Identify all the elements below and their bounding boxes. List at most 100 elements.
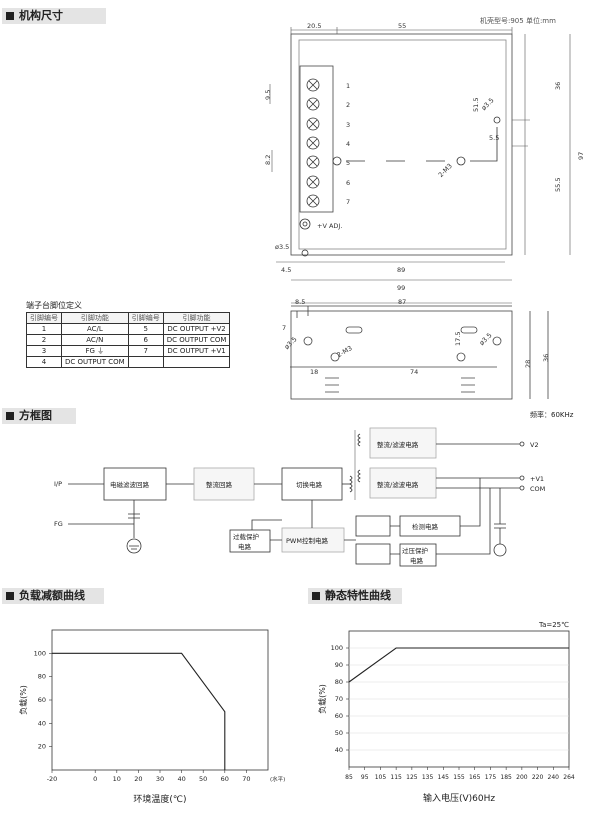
transformer-coil-icon (357, 469, 361, 483)
terminal-number: 2 (346, 101, 350, 109)
transformer-coil-icon (349, 475, 353, 493)
dim-7: 7 (282, 324, 286, 332)
dim-99: 99 (397, 284, 405, 292)
table-cell: 3 (26, 345, 62, 357)
x-tick-label: 155 (453, 774, 465, 781)
y-tick-label: 90 (335, 661, 343, 669)
dim-3-5b: ø3.5 (275, 243, 289, 251)
ground-icon (126, 538, 142, 554)
dim-18: 18 (310, 368, 318, 376)
terminal-number: 3 (346, 121, 350, 129)
x-tick-label: 0 (93, 775, 97, 783)
table-cell: 2 (26, 334, 62, 346)
table-cell: DC OUTPUT COM (61, 356, 129, 368)
temperature-annotation: Ta=25℃ (538, 621, 569, 629)
mount-hole-icon (456, 156, 466, 166)
ocp-label-1: 过载保护 (233, 532, 259, 541)
header-cell: 引脚编号 (127, 312, 164, 324)
terminal-number: 7 (346, 198, 350, 206)
terminal-screw-icon (306, 136, 320, 150)
dim-20-5: 20.5 (307, 22, 321, 30)
y-tick-label: 80 (335, 678, 343, 686)
mount-hole-icon (332, 156, 342, 166)
table-cell: FG ⏚ (61, 345, 129, 357)
section-label: 静态特性曲线 (325, 589, 391, 602)
ip-label: I/P (54, 480, 62, 488)
v2-label: V2 (530, 441, 539, 449)
side-view-outline (290, 310, 513, 400)
x-axis-label: 环境温度(℃) (133, 793, 186, 805)
static-line (348, 647, 569, 683)
mechanical-drawing: 20.5 55 9.5 8.2 51.5 ø3.5 36 97 5.5 55.5… (264, 22, 585, 400)
terminal-number: 6 (346, 179, 350, 187)
dim-28: 28 (524, 360, 532, 368)
table-row: 2 AC/N 6 DC OUTPUT COM (26, 334, 231, 346)
pin-table: 引脚编号 引脚功能 引脚编号 引脚功能 1 AC/L 5 DC OUTPUT +… (26, 312, 231, 368)
vadj-potentiometer-icon (299, 218, 311, 230)
terminal-screw-icon (306, 78, 320, 92)
mount-hole-icon (493, 116, 501, 124)
detect-label: 检测电路 (412, 522, 439, 531)
section-static-title: 静态特性曲线 (308, 588, 402, 604)
top-view-outline (290, 33, 513, 256)
ground-icon (493, 543, 507, 557)
bullet-square-icon (6, 412, 14, 420)
x-tick-label: 220 (532, 774, 544, 781)
fg-label: FG (54, 520, 63, 528)
x-tick-label: 50 (199, 775, 207, 783)
dim-2m3b: 2-M3 (336, 344, 354, 359)
mount-hole-icon (330, 352, 340, 362)
x-tick-label: 70 (242, 775, 250, 783)
dim-17-5: 17.5 (454, 332, 462, 346)
terminal-block (299, 65, 334, 213)
rectifier-filter-block-v1 (369, 467, 437, 499)
rectifier-block (193, 467, 255, 501)
y-tick-label: 100 (34, 649, 46, 657)
y-tick-label: 80 (38, 673, 46, 681)
pwm-label: PWM控制电路 (286, 536, 328, 545)
x-tick-label: 185 (500, 774, 512, 781)
terminal-screw-icon (306, 175, 320, 189)
frequency-label: 频率：60KHz (530, 411, 574, 419)
table-cell: 6 (127, 334, 164, 346)
table-cell: AC/N (61, 334, 129, 346)
y-tick-label: 20 (38, 743, 46, 751)
table-cell (162, 356, 231, 368)
dim-2m3a: 2-M3 (437, 162, 454, 179)
dim-51-5: 51.5 (472, 98, 480, 112)
x-tick-label: 40 (177, 775, 185, 783)
x-tick-label: 175 (485, 774, 497, 781)
x-tick-label: 85 (345, 774, 353, 781)
table-row: 4 DC OUTPUT COM (26, 356, 231, 368)
terminal-number: 5 (346, 159, 350, 167)
dim-74: 74 (410, 368, 418, 376)
ovp-label-1: 过压保护 (402, 546, 428, 555)
table-cell (127, 356, 164, 368)
x-tick-label: 264 (563, 774, 575, 781)
ovp-label-2: 电路 (410, 556, 424, 565)
plot-frame (51, 629, 269, 771)
y-axis-label: 负载(%) (317, 684, 327, 714)
x-tick-label: 10 (113, 775, 121, 783)
x-tick-label: 240 (548, 774, 560, 781)
terminal-screw-icon (306, 97, 320, 111)
dim-8-5: 8.5 (295, 298, 305, 306)
x-tick-label: 30 (156, 775, 164, 783)
dim-36a: 36 (554, 82, 562, 90)
dim-3-5c: ø3.5 (283, 335, 299, 351)
dim-3-5a: ø3.5 (480, 96, 496, 112)
y-tick-label: 40 (335, 746, 343, 754)
optocoupler-1 (355, 515, 391, 537)
y-tick-label: 60 (335, 712, 343, 720)
transformer-coil-icon (357, 433, 361, 447)
terminal-screws (299, 78, 320, 230)
table-cell: 7 (127, 345, 164, 357)
x-tick-label: 125 (406, 774, 418, 781)
dim-8-2: 8.2 (264, 155, 272, 165)
output-terminal-icon (519, 441, 525, 447)
table-row: 3 FG ⏚ 7 DC OUTPUT +V1 (26, 345, 231, 357)
x-tick-label: -20 (47, 775, 58, 783)
output-terminal-icon (519, 475, 525, 481)
optocoupler-2 (355, 543, 391, 565)
